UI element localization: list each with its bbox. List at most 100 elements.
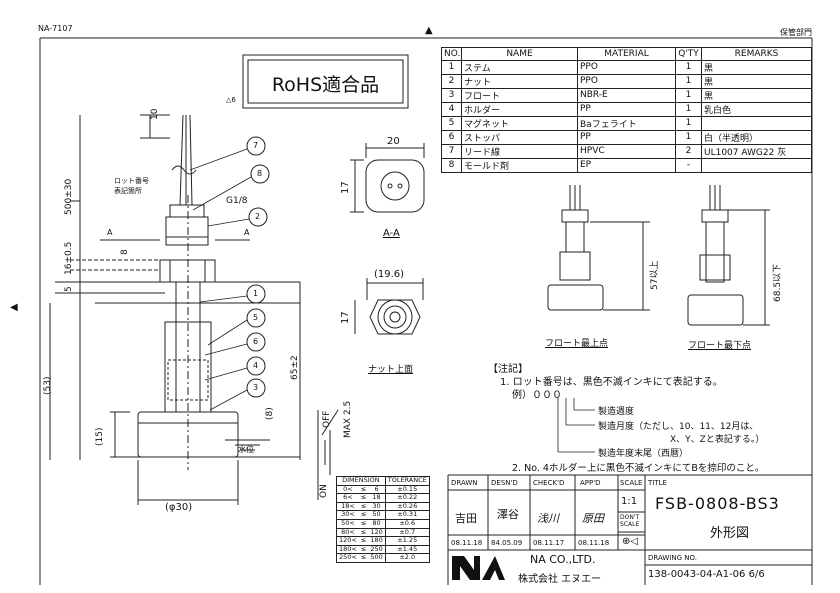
parts-cell-qty: -	[675, 157, 702, 173]
thread-label: G1/8	[226, 196, 248, 206]
parts-cell-qty: 1	[675, 101, 702, 117]
nut-height-dim: 17	[340, 311, 351, 324]
parts-cell-no: 6	[441, 129, 462, 145]
float-top-title: フロート最上点	[545, 339, 609, 349]
dimension-range: 18	[368, 493, 386, 503]
checked-by: 浅川	[537, 512, 559, 525]
rohs-label: RoHS適合品	[271, 74, 380, 96]
tolerance-value: ±1.25	[384, 536, 430, 546]
parts-cell-no: 4	[441, 101, 462, 117]
checked-date: 08.11.17	[533, 539, 565, 547]
lot-no-label: ロット番号表記箇所	[114, 177, 149, 195]
dim-53: (53)	[43, 376, 53, 395]
aa-view-title: A-A	[383, 228, 400, 239]
scale-value: 1:1	[621, 496, 638, 507]
dim-10: 10	[150, 108, 160, 120]
float-bottom-dim: 68.5以下	[773, 263, 783, 302]
dimension-range: 120<	[335, 536, 359, 546]
dont-scale: DON'T SCALE	[620, 514, 640, 528]
note-2: 2. No. 4ホルダー上に黒色不滅インキにてBを捺印のこと。	[512, 463, 765, 474]
main-switch-drawing	[49, 114, 339, 505]
dim-8: 8	[120, 249, 130, 255]
aa-width-dim: 20	[387, 136, 400, 147]
drawn-date: 08.11.18	[451, 539, 483, 547]
parts-cell-qty: 1	[675, 129, 702, 145]
balloon-5: 5	[253, 313, 259, 322]
off-label: OFF	[322, 410, 332, 428]
approved-date: 08.11.18	[578, 539, 610, 547]
drawing-subtitle: 外形図	[710, 526, 750, 541]
parts-cell-name: モールド剤	[461, 157, 578, 173]
dimension-range: 6<	[335, 493, 359, 503]
parts-cell-no: 7	[441, 143, 462, 159]
company-name-en: NA CO.,LTD.	[530, 553, 596, 566]
scale-label: SCALE	[620, 479, 643, 487]
product-title: FSB-0808-BS3	[655, 494, 780, 513]
tolerance-value: ±2.0	[384, 553, 430, 563]
lot-week-label: 製造週度	[598, 407, 635, 417]
parts-cell-material: PP	[577, 129, 676, 145]
dimension-range: 80	[368, 518, 386, 529]
title-block-grid	[447, 474, 812, 585]
parts-cell-name: マグネット	[461, 115, 578, 131]
parts-cell-no: 3	[441, 87, 462, 103]
nut-view-title: ナット上面	[368, 365, 414, 375]
parts-cell-remarks: 黒	[701, 87, 812, 103]
parts-cell-material: EP	[577, 157, 676, 173]
checkd-label: CHECK'D	[533, 479, 565, 487]
company-logo	[452, 556, 505, 580]
lot-month-label: 製造月度（ただし、10、11、12月は、	[598, 422, 759, 432]
parts-cell-remarks	[701, 157, 812, 173]
drawing-no: 138-0043-04-A1-06 6/6	[648, 569, 765, 580]
float-bottom-title: フロート最下点	[688, 341, 752, 351]
parts-cell-remarks: 黒	[701, 73, 812, 89]
drawing-no-label: DRAWING NO.	[648, 554, 697, 562]
parts-cell-no: 1	[441, 59, 462, 75]
dimension-range: 500	[368, 553, 386, 563]
dimension-range: ≤	[358, 518, 369, 529]
dim-65: 65±2	[290, 355, 300, 380]
parts-table-header: NO. NAME MATERIAL Q'TY REMARKS	[441, 47, 812, 61]
dimension-range: ≤	[358, 493, 369, 503]
parts-cell-material: PPO	[577, 59, 676, 75]
top-center-marker: ▲	[425, 25, 433, 36]
dim-15: (15)	[95, 427, 105, 446]
parts-cell-remarks	[701, 115, 812, 131]
left-center-marker: ◀	[10, 302, 18, 313]
balloon-3: 3	[253, 383, 259, 392]
dim-500: 500±30	[64, 178, 74, 215]
tolerance-row: 6<≤18±0.22	[335, 493, 430, 503]
parts-cell-material: PPO	[577, 73, 676, 89]
col-header-remarks: REMARKS	[701, 47, 812, 61]
dim-16: 16±0.5	[64, 241, 74, 275]
dimension-range: ≤	[358, 553, 369, 563]
approved-by: 原田	[582, 512, 604, 525]
designed-date: 84.05.09	[491, 539, 523, 547]
col-header-name: NAME	[461, 47, 578, 61]
water-level-label: 水位	[238, 445, 254, 454]
on-label: ON	[319, 484, 329, 498]
parts-cell-name: ホルダー	[461, 101, 578, 117]
dimension-range: ≤	[358, 536, 369, 546]
drawn-by: 吉田	[455, 512, 477, 525]
balloon-6: 6	[253, 337, 259, 346]
float-top-drawing	[547, 185, 650, 311]
tolerance-row: 250<≤500±2.0	[335, 553, 430, 563]
tol-header-dimension: DIMENSION	[336, 476, 386, 486]
balloon-2: 2	[255, 212, 261, 221]
balloon-1: 1	[253, 289, 259, 298]
float-bottom-drawing	[687, 185, 770, 326]
parts-cell-no: 2	[441, 73, 462, 89]
tolerance-row: 120<≤180±1.25	[335, 536, 430, 546]
appd-label: APP'D	[580, 479, 601, 487]
note-1: 1. ロット番号は、黒色不滅インキにて表記する。	[500, 377, 723, 388]
parts-cell-remarks: UL1007 AWG22 灰	[701, 143, 812, 159]
nut-top-view	[354, 278, 424, 335]
parts-cell-name: フロート	[461, 87, 578, 103]
parts-cell-remarks: 白（半透明）	[701, 129, 812, 145]
